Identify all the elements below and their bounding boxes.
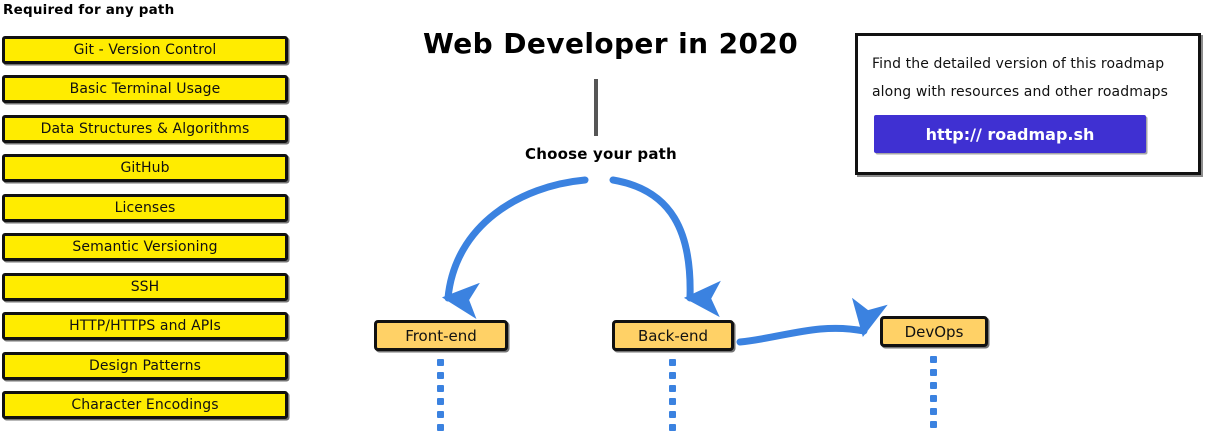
root-stem-line (594, 79, 598, 136)
required-item-label: Licenses (114, 200, 176, 216)
roadmap-info-card: Find the detailed version of this roadma… (855, 33, 1201, 175)
required-item-ssh[interactable]: SSH (2, 273, 288, 301)
dotted-connector-devops (930, 356, 937, 434)
required-item-label: Git - Version Control (73, 42, 217, 58)
roadmap-url-button[interactable]: http:// roadmap.sh (874, 115, 1146, 153)
dotted-connector-back-end (669, 359, 676, 437)
roadmap-url-label: http:// roadmap.sh (925, 124, 1095, 144)
required-item-git[interactable]: Git - Version Control (2, 36, 288, 64)
required-item-label: Data Structures & Algorithms (40, 121, 250, 137)
required-item-label: Semantic Versioning (72, 239, 218, 255)
required-item-label: Character Encodings (71, 397, 219, 413)
path-box-label: Front-end (405, 326, 477, 345)
required-item-http-https-apis[interactable]: HTTP/HTTPS and APIs (2, 312, 288, 340)
info-card-line-1: Find the detailed version of this roadma… (872, 56, 1165, 72)
dotted-connector-front-end (437, 359, 444, 437)
required-item-character-encodings[interactable]: Character Encodings (2, 391, 288, 419)
required-item-semantic-versioning[interactable]: Semantic Versioning (2, 233, 288, 261)
required-item-label: Design Patterns (89, 358, 201, 374)
required-item-basic-terminal-usage[interactable]: Basic Terminal Usage (2, 75, 288, 103)
path-box-label: Back-end (637, 326, 709, 345)
required-item-label: Basic Terminal Usage (69, 81, 221, 97)
required-item-data-structures[interactable]: Data Structures & Algorithms (2, 115, 288, 143)
required-skills-heading: Required for any path (3, 2, 175, 18)
required-item-label: HTTP/HTTPS and APIs (69, 318, 221, 334)
required-item-label: SSH (130, 279, 160, 295)
path-box-devops[interactable]: DevOps (880, 316, 988, 347)
path-box-back-end[interactable]: Back-end (612, 320, 734, 351)
required-item-licenses[interactable]: Licenses (2, 194, 288, 222)
required-skills-panel: Required for any path Git - Version Cont… (0, 0, 300, 436)
required-item-github[interactable]: GitHub (2, 154, 288, 182)
required-item-label: GitHub (120, 160, 170, 176)
path-box-front-end[interactable]: Front-end (374, 320, 508, 351)
required-item-design-patterns[interactable]: Design Patterns (2, 352, 288, 380)
choose-path-label: Choose your path (525, 145, 677, 163)
info-card-line-2: along with resources and other roadmaps (872, 84, 1169, 100)
path-box-label: DevOps (904, 322, 964, 341)
page-title: Web Developer in 2020 (423, 27, 799, 60)
